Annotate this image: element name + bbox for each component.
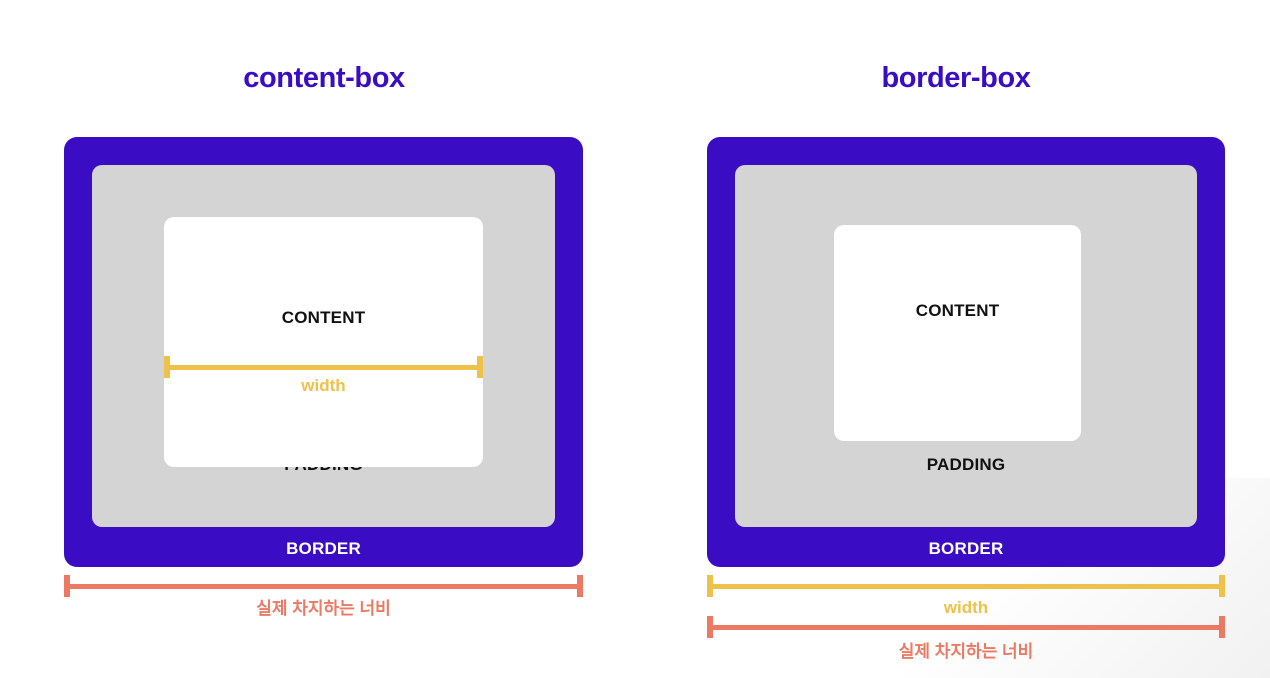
border-box-total-width-measure-label: 실제 차지하는 너비 [898,642,1034,661]
border-box-border-label: BORDER [928,539,1004,558]
measure-cap-end [1219,575,1225,597]
content-box-total-width-measure-bar [64,575,583,597]
content-box-width-measure-label: width [301,376,346,395]
content-box-padding-area: PADDING CONTENT [92,165,555,527]
border-box-padding-label: PADDING [926,455,1006,474]
border-box-content-area: CONTENT [834,225,1081,441]
measure-rule [164,365,483,370]
border-box-width-measure-label: width [943,598,989,617]
content-box-content-area: CONTENT [164,217,483,467]
measure-rule [707,625,1225,630]
border-box-title: border-box [881,62,1031,94]
content-box-model: BORDER PADDING CONTENT [64,137,583,567]
content-box-total-width-measure-label: 실제 차지하는 너비 [256,599,391,618]
border-box-width-measure-bar [707,575,1225,597]
border-box-model: BORDER PADDING CONTENT [707,137,1225,567]
measure-cap-end [1219,616,1225,638]
border-box-content-label: CONTENT [915,301,1000,320]
measure-rule [707,584,1225,589]
measure-rule [64,584,583,589]
content-box-title: content-box [243,62,405,94]
content-box-border-label: BORDER [286,539,361,558]
content-box-content-label: CONTENT [281,308,366,327]
border-box-padding-area: PADDING CONTENT [735,165,1197,527]
measure-cap-end [577,575,583,597]
measure-cap-end [477,356,483,378]
border-box-total-width-measure-bar [707,616,1225,638]
content-box-width-measure-bar [164,356,483,378]
